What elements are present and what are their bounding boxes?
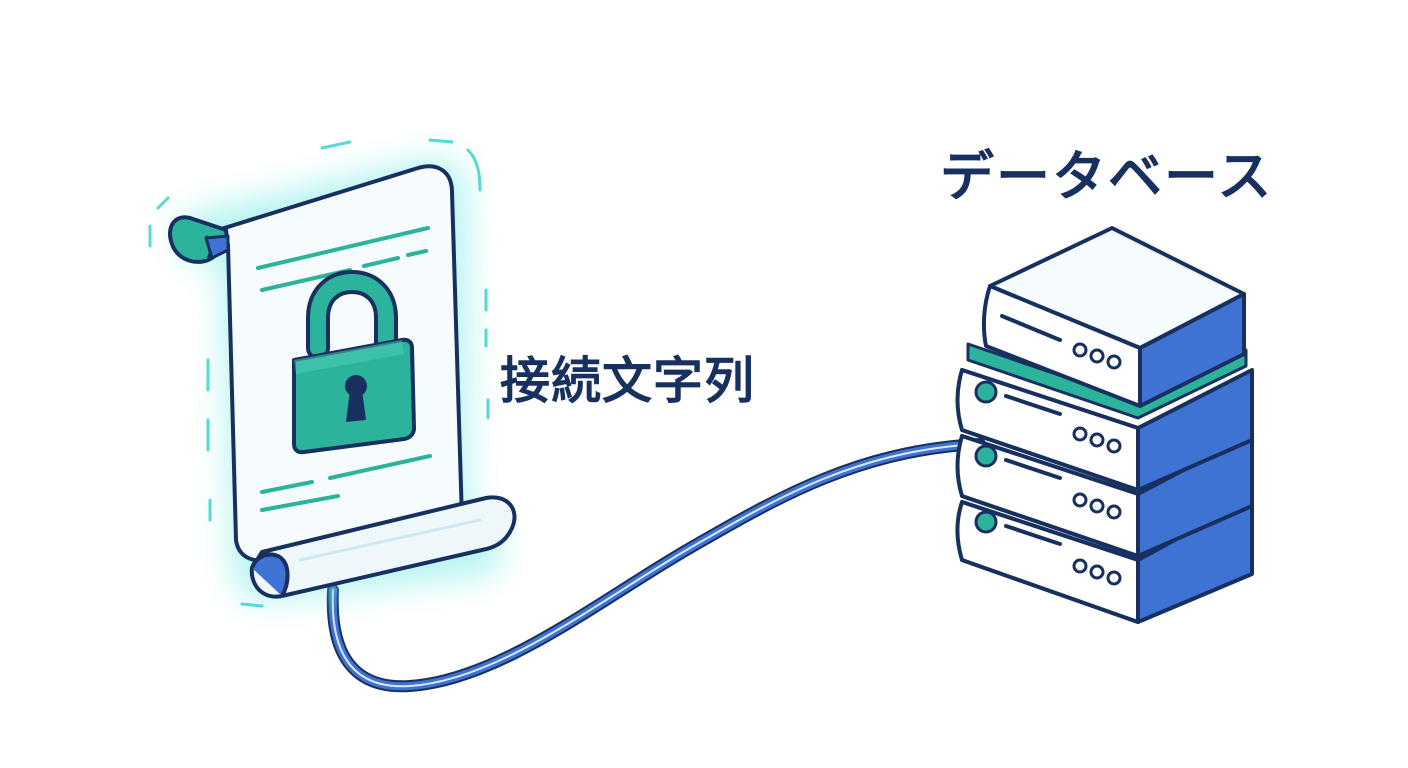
connection-string-label: 接続文字列 bbox=[500, 352, 755, 410]
server-unit bbox=[955, 368, 1254, 492]
server-unit bbox=[955, 496, 1254, 624]
connector-cable bbox=[326, 438, 986, 693]
scroll-document-icon bbox=[148, 138, 517, 608]
server-unit bbox=[955, 432, 1254, 558]
server-stack-icon bbox=[955, 226, 1254, 624]
database-label: データベース bbox=[940, 145, 1274, 208]
padlock-icon bbox=[292, 269, 416, 455]
server-unit bbox=[981, 226, 1246, 408]
